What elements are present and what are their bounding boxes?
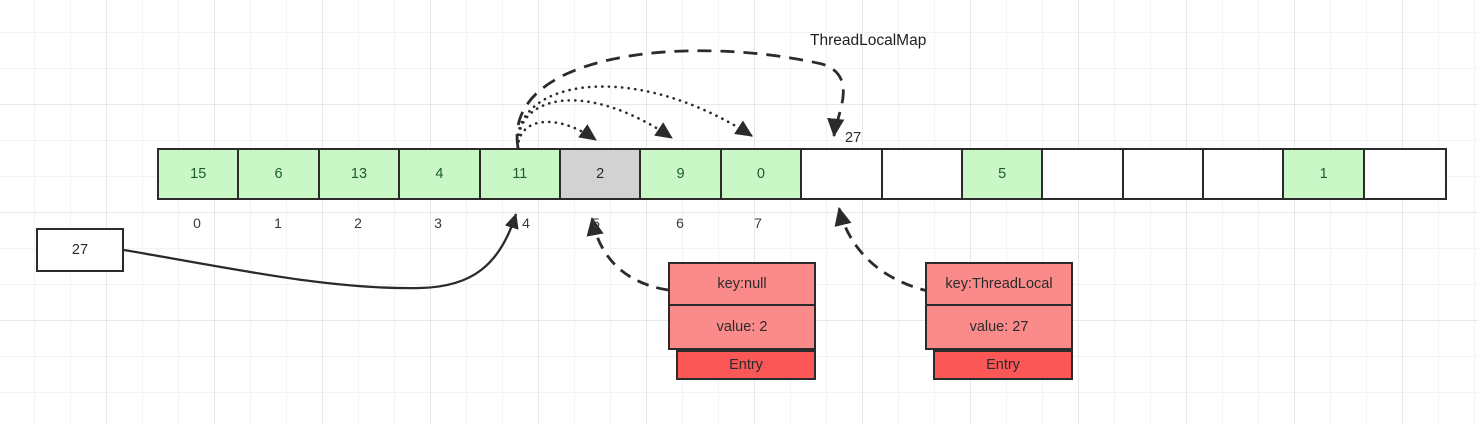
stale-entry: key:null value: 2 Entry (668, 262, 816, 380)
table-cell-value: 9 (676, 166, 685, 182)
table-index-6: 6 (676, 215, 684, 231)
table-index-2: 2 (354, 215, 362, 231)
table-cell-6[interactable]: 9 (641, 150, 722, 198)
new-entry: key:ThreadLocal value: 27 Entry (925, 262, 1073, 380)
table-cell-7[interactable]: 0 (721, 150, 803, 198)
table-cell-14[interactable]: 1 (1284, 150, 1365, 198)
table-cell-2[interactable]: 13 (319, 150, 401, 198)
table-index-1: 1 (274, 215, 282, 231)
stale-entry-body: key:null value: 2 (668, 262, 816, 350)
probe-arc-4-to-7 (516, 85, 754, 150)
table-cell-11[interactable] (1043, 150, 1124, 198)
diagram-title: ThreadLocalMap (810, 32, 927, 49)
threadlocalmap-table: 15 6 13 4 11 2 9 0 5 1 (157, 148, 1448, 200)
new-entry-type: Entry (933, 350, 1073, 380)
table-index-0: 0 (193, 215, 201, 231)
probe-arc-4-to-8 (515, 49, 845, 149)
table-cell-value: 6 (274, 166, 283, 182)
hash-source-box: 27 (36, 228, 124, 272)
new-entry-key: key:ThreadLocal (927, 264, 1071, 306)
table-cell-value: 1 (1319, 166, 1328, 182)
table-index-4: 4 (522, 215, 530, 231)
table-cell-value: 5 (998, 166, 1007, 182)
probe-arc-4-to-5 (516, 120, 598, 150)
table-cell-12[interactable] (1123, 150, 1205, 198)
table-cell-10[interactable]: 5 (962, 150, 1044, 198)
table-index-3: 3 (434, 215, 442, 231)
table-cell-value: 11 (512, 166, 528, 182)
table-cell-value: 4 (435, 166, 444, 182)
table-cell-1[interactable]: 6 (239, 150, 320, 198)
table-cell-8[interactable] (802, 150, 883, 198)
stale-entry-key: key:null (670, 264, 814, 306)
stale-entry-type: Entry (676, 350, 816, 380)
table-cell-4[interactable]: 11 (480, 150, 561, 198)
table-cell-0[interactable]: 15 (159, 150, 240, 198)
table-index-5: 5 (592, 215, 600, 231)
new-entry-value: value: 27 (927, 306, 1071, 348)
new-entry-body: key:ThreadLocal value: 27 (925, 262, 1073, 350)
table-cell-value: 0 (756, 166, 765, 182)
hash-source-value: 27 (71, 242, 89, 258)
probe-arc-4-to-6 (516, 99, 674, 150)
table-cell-13[interactable] (1204, 150, 1285, 198)
insert-slot-label: 27 (845, 130, 862, 146)
table-index-7: 7 (754, 215, 762, 231)
stale-entry-value: value: 2 (670, 306, 814, 348)
table-cell-5[interactable]: 2 (560, 150, 642, 198)
new-entry-connector (834, 206, 933, 294)
probe-start-connector (123, 213, 519, 290)
table-cell-15[interactable] (1364, 150, 1446, 198)
table-cell-3[interactable]: 4 (400, 150, 481, 198)
table-cell-value: 2 (596, 166, 605, 182)
table-cell-9[interactable] (882, 150, 963, 198)
table-cell-value: 13 (350, 166, 368, 182)
table-cell-value: 15 (190, 166, 207, 182)
